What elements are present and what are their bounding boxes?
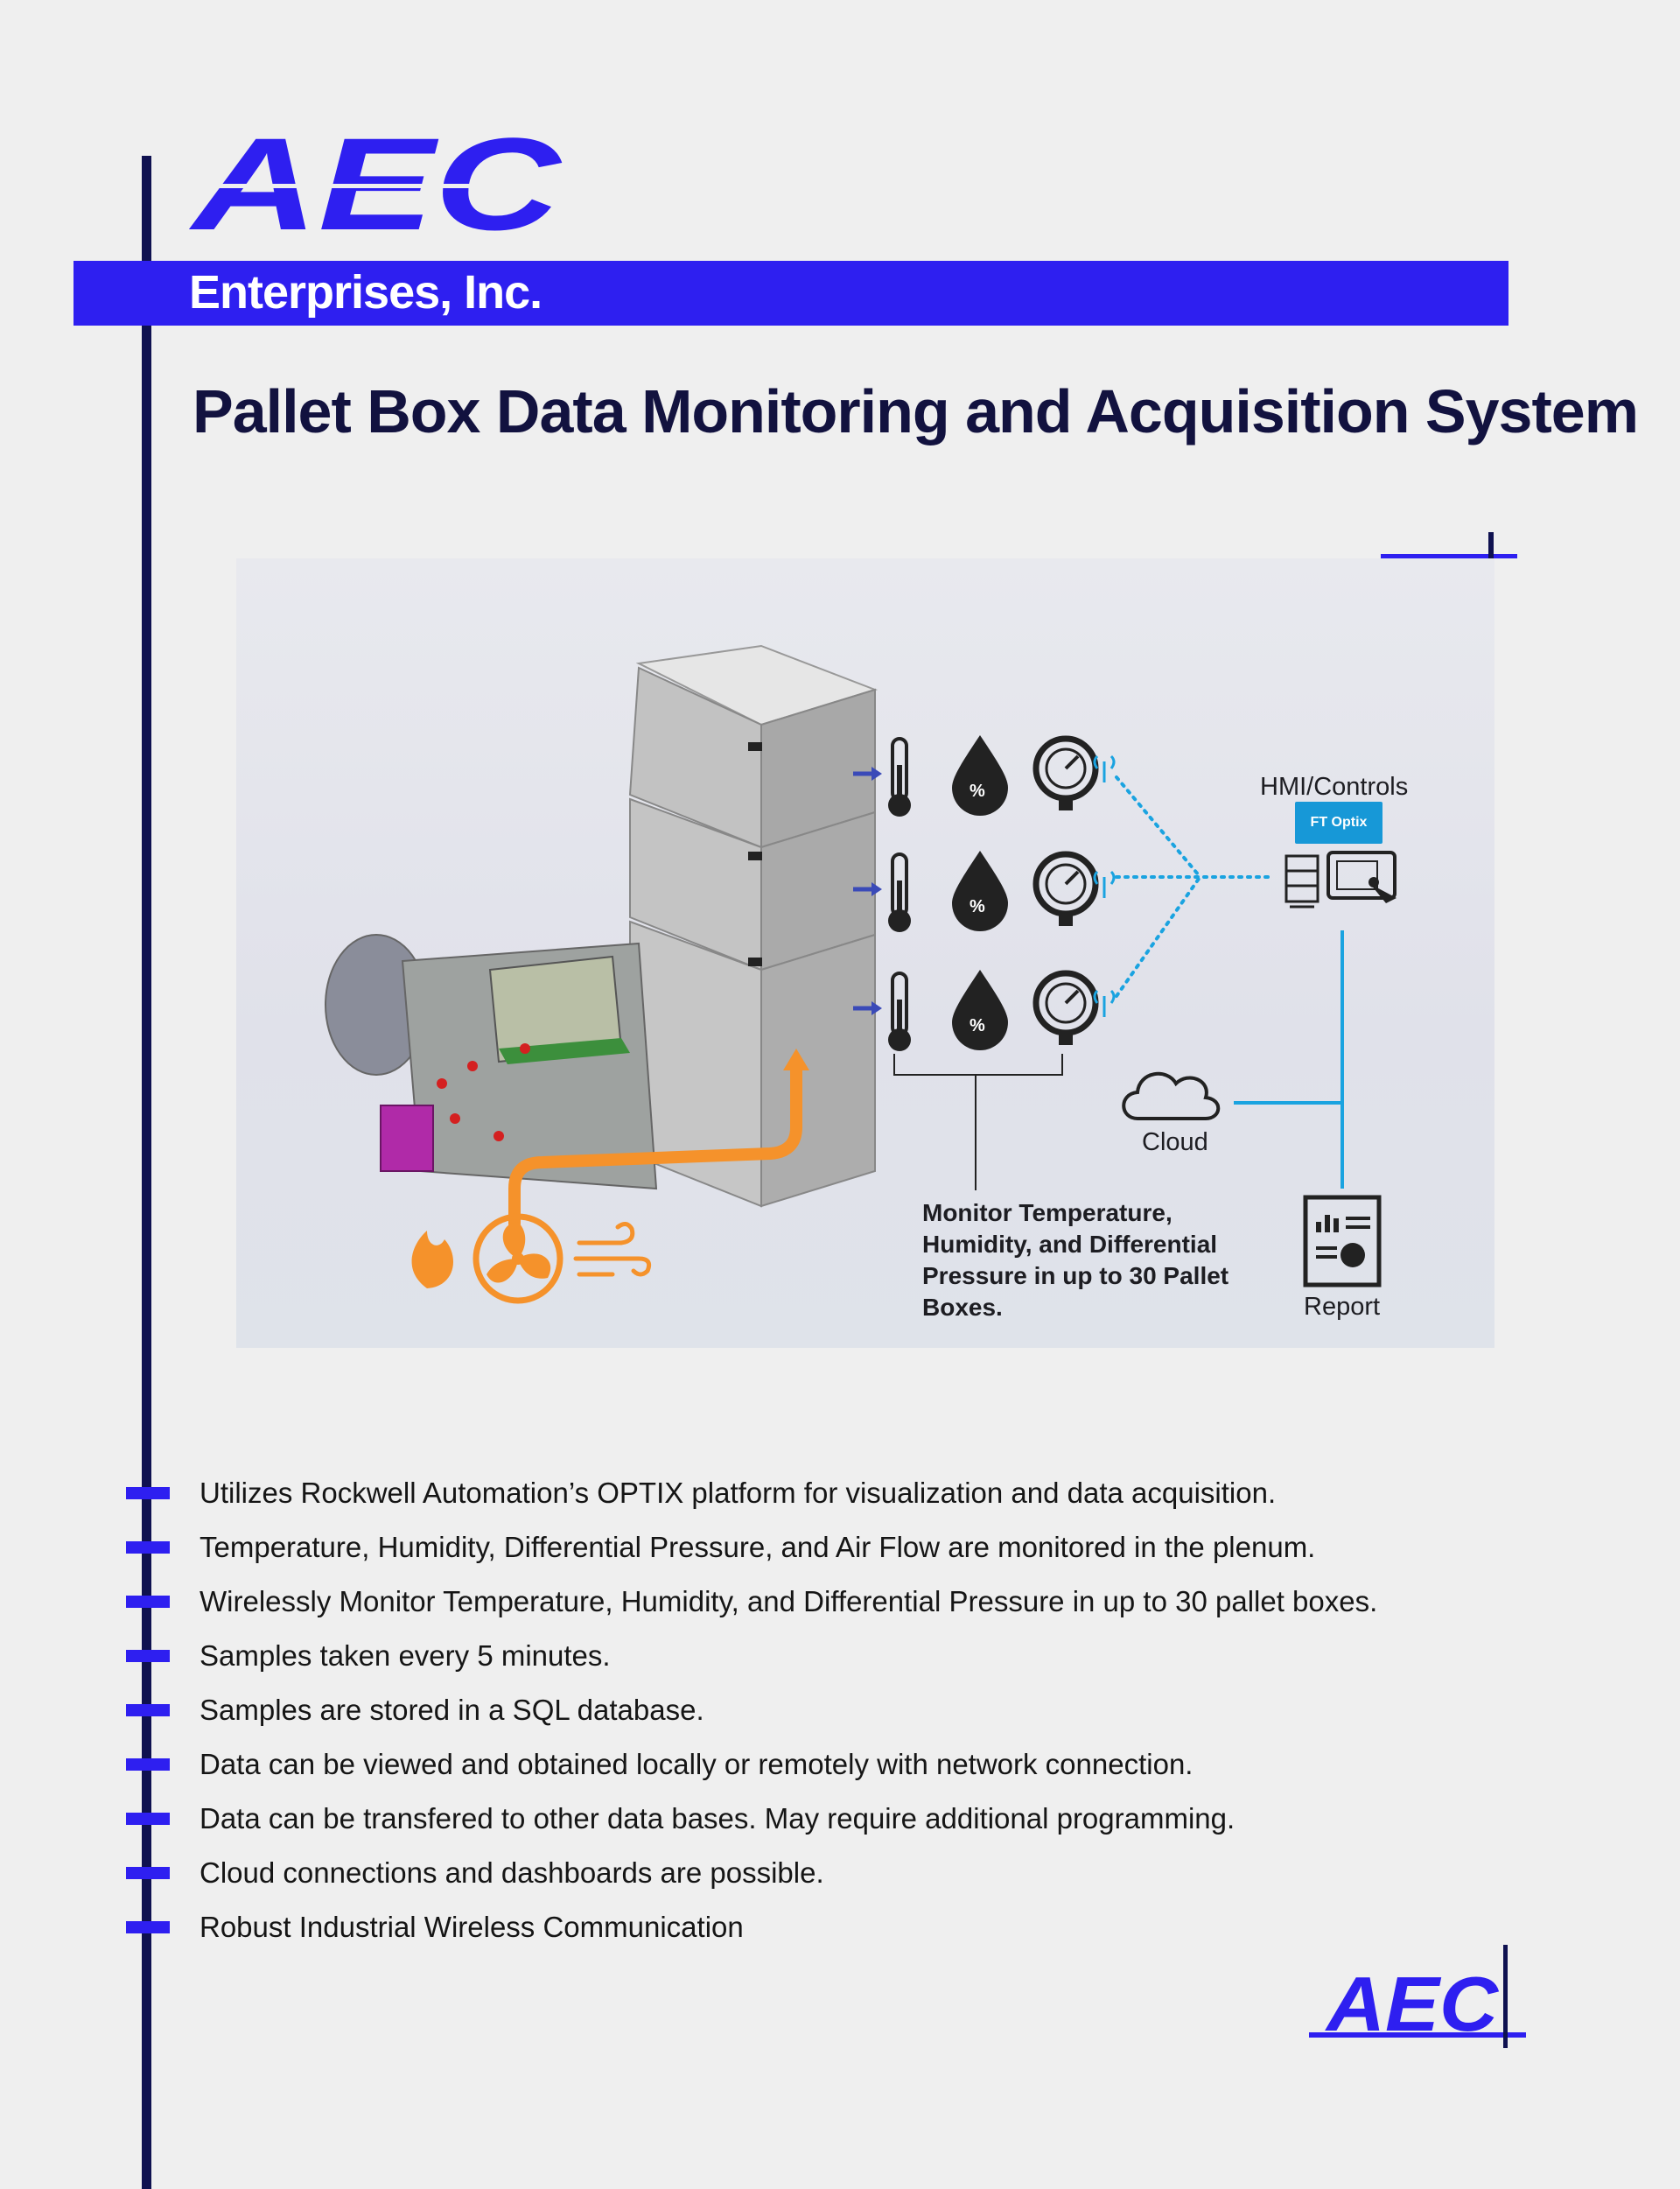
- aec-logo: AEC: [189, 126, 565, 242]
- feature-item: Wirelessly Monitor Temperature, Humidity…: [122, 1579, 1522, 1633]
- monitor-bracket: [893, 1054, 1063, 1190]
- page-title: Pallet Box Data Monitoring and Acquisiti…: [192, 377, 1639, 446]
- plenum-machine: [325, 934, 658, 1190]
- wind-icon: [573, 1222, 652, 1277]
- humidity-icon: %: [952, 970, 1008, 1050]
- bullet-marker: [126, 1487, 170, 1499]
- feature-item: Samples taken every 5 minutes.: [122, 1633, 1522, 1687]
- company-band: Enterprises, Inc.: [74, 261, 1508, 326]
- feature-item: Data can be transfered to other data bas…: [122, 1796, 1522, 1850]
- system-diagram: % %: [236, 558, 1494, 1348]
- sensor-row-2: %: [853, 851, 1116, 932]
- pressure-gauge-icon: [1032, 970, 1099, 1045]
- feature-text: Wirelessly Monitor Temperature, Humidity…: [200, 1585, 1378, 1617]
- bullet-marker: [126, 1650, 170, 1662]
- wireless-icon: [1093, 989, 1116, 1017]
- bullet-marker: [126, 1758, 170, 1771]
- bullet-marker: [126, 1921, 170, 1933]
- pressure-gauge-icon: [1032, 851, 1099, 926]
- company-name: Enterprises, Inc.: [189, 266, 542, 319]
- thermometer-icon: [888, 852, 911, 932]
- feature-list: Utilizes Rockwell Automation’s OPTIX pla…: [122, 1470, 1522, 1959]
- fan-icon: [472, 1213, 564, 1304]
- server-icon: [1284, 854, 1320, 909]
- feature-item: Utilizes Rockwell Automation’s OPTIX pla…: [122, 1470, 1522, 1525]
- crosshair-horizontal: [1381, 554, 1517, 558]
- svg-text:%: %: [970, 897, 985, 916]
- optix-badge: FT Optix: [1295, 802, 1382, 844]
- feature-text: Samples are stored in a SQL database.: [200, 1694, 704, 1726]
- wireless-links: [1115, 775, 1270, 998]
- sensor-row-3: %: [853, 970, 1116, 1051]
- feature-text: Data can be viewed and obtained locally …: [200, 1748, 1194, 1780]
- thermometer-icon: [888, 972, 911, 1051]
- flame-icon: [411, 1231, 454, 1288]
- feature-text: Temperature, Humidity, Differential Pres…: [200, 1531, 1316, 1563]
- wireless-icon: [1093, 870, 1116, 898]
- pressure-gauge-icon: [1032, 735, 1099, 810]
- svg-text:%: %: [970, 1016, 985, 1035]
- sensor-row-1: %: [853, 735, 1116, 817]
- aec-footer-logo: AEC: [1309, 1945, 1526, 2048]
- feature-text: Robust Industrial Wireless Communication: [200, 1911, 744, 1943]
- wireless-icon: [1093, 754, 1116, 782]
- feature-item: Temperature, Humidity, Differential Pres…: [122, 1525, 1522, 1579]
- feature-item: Samples are stored in a SQL database.: [122, 1687, 1522, 1742]
- left-vertical-rule: [142, 156, 151, 2189]
- monitor-caption: Monitor Temperature, Humidity, and Diffe…: [922, 1199, 1229, 1321]
- bullet-marker: [126, 1813, 170, 1825]
- bullet-marker: [126, 1867, 170, 1879]
- report-icon: [1303, 1195, 1382, 1287]
- cloud-label: Cloud: [1142, 1128, 1208, 1156]
- cloud-icon: [1122, 1071, 1221, 1120]
- feature-text: Samples taken every 5 minutes.: [200, 1639, 611, 1672]
- feature-text: Utilizes Rockwell Automation’s OPTIX pla…: [200, 1477, 1277, 1509]
- feature-text: Cloud connections and dashboards are pos…: [200, 1856, 824, 1889]
- thermometer-icon: [888, 737, 911, 817]
- feature-item: Cloud connections and dashboards are pos…: [122, 1850, 1522, 1905]
- airflow-arrow: [508, 1062, 802, 1230]
- diagram-graphics: % %: [325, 644, 1396, 1304]
- report-label: Report: [1304, 1293, 1381, 1321]
- svg-text:%: %: [970, 782, 985, 801]
- humidity-icon: %: [952, 851, 1008, 931]
- feature-item: Data can be viewed and obtained locally …: [122, 1742, 1522, 1796]
- bullet-marker: [126, 1541, 170, 1554]
- touchscreen-icon: [1326, 851, 1396, 903]
- pallet-box-stack: [628, 644, 878, 1208]
- feature-item: Robust Industrial Wireless Communication: [122, 1905, 1522, 1959]
- hmi-controls-label: HMI/Controls: [1260, 773, 1409, 801]
- feature-text: Data can be transfered to other data bas…: [200, 1802, 1236, 1835]
- bullet-marker: [126, 1596, 170, 1608]
- bullet-marker: [126, 1704, 170, 1716]
- humidity-icon: %: [952, 735, 1008, 816]
